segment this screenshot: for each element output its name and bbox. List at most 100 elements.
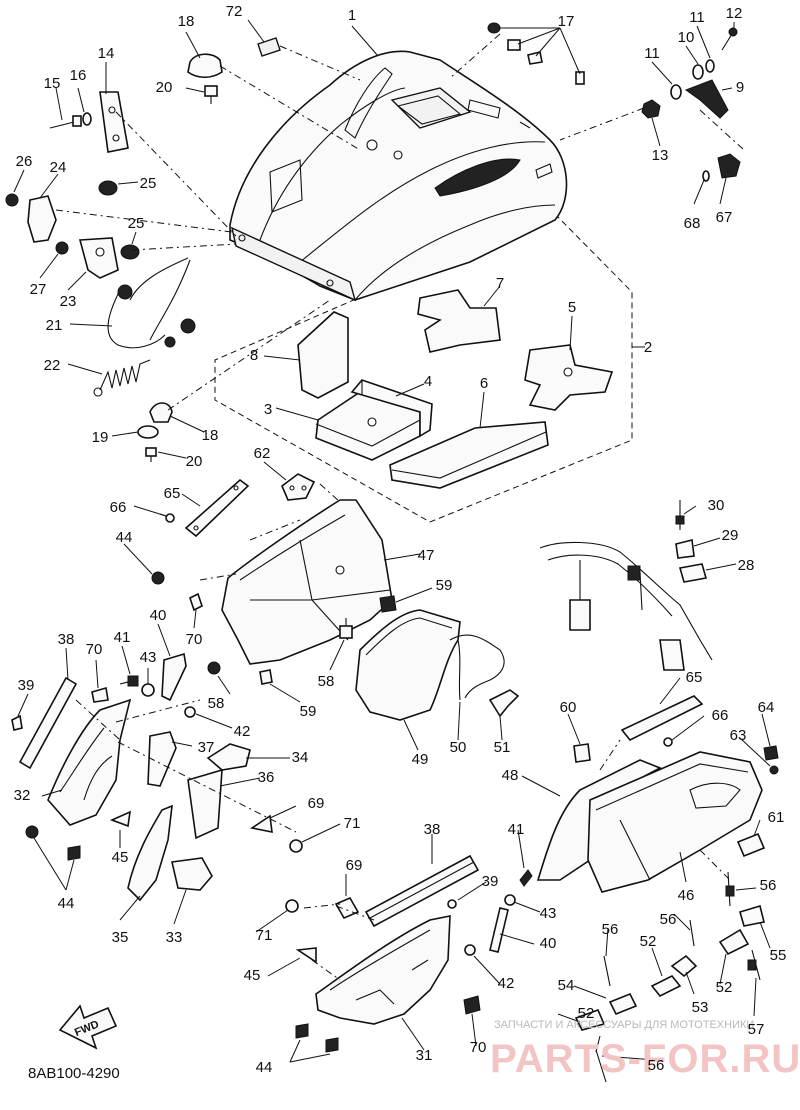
callout-label-25: 25 xyxy=(140,175,157,192)
clip-39-lower xyxy=(447,899,457,909)
callout-label-44: 44 xyxy=(116,529,133,546)
callout-label-26: 26 xyxy=(16,153,33,170)
callout-label-56: 56 xyxy=(602,921,619,938)
callout-label-37: 37 xyxy=(198,739,215,756)
callout-label-58: 58 xyxy=(318,673,335,690)
bracket-28-29-30 xyxy=(675,500,708,583)
callout-label-35: 35 xyxy=(112,929,129,946)
callout-label-40: 40 xyxy=(540,935,557,952)
panel-31 xyxy=(315,915,451,1025)
callout-label-45: 45 xyxy=(244,967,261,984)
callout-label-18: 18 xyxy=(178,13,195,30)
callout-label-11: 11 xyxy=(644,45,660,62)
callout-label-20: 20 xyxy=(186,453,203,470)
callout-label-52: 52 xyxy=(578,1005,595,1022)
callout-label-53: 53 xyxy=(692,999,709,1016)
fasteners-lower-center xyxy=(285,869,533,1053)
callout-label-21: 21 xyxy=(46,317,63,334)
callout-label-59: 59 xyxy=(300,703,317,720)
pad-8 xyxy=(297,311,349,399)
callout-label-50: 50 xyxy=(450,739,467,756)
callout-label-66: 66 xyxy=(712,707,729,724)
callout-label-44: 44 xyxy=(58,895,75,912)
callout-label-4: 4 xyxy=(424,373,432,390)
callout-label-28: 28 xyxy=(738,557,755,574)
callout-label-46: 46 xyxy=(678,887,695,904)
callout-label-1: 1 xyxy=(348,7,356,24)
callout-label-39: 39 xyxy=(18,677,35,694)
watermark-line2: PARTS-FOR.RU xyxy=(490,1037,800,1081)
callout-label-11: 11 xyxy=(689,9,705,26)
callout-label-52: 52 xyxy=(640,933,657,950)
pad-6 xyxy=(389,421,549,489)
strip-38-lower xyxy=(364,854,480,928)
callout-label-10: 10 xyxy=(678,29,695,46)
callout-label-32: 32 xyxy=(14,787,31,804)
callout-label-29: 29 xyxy=(722,527,739,544)
fasteners-44-70-59-58 xyxy=(151,571,397,685)
callout-label-48: 48 xyxy=(502,767,519,784)
strip-38-left xyxy=(18,676,78,770)
inner-panel-47 xyxy=(221,499,393,665)
callout-label-24: 24 xyxy=(50,159,67,176)
callout-label-69: 69 xyxy=(346,857,363,874)
callout-label-41: 41 xyxy=(508,821,525,838)
small-parts-upper-left xyxy=(5,37,281,279)
callout-label-42: 42 xyxy=(498,975,515,992)
callout-label-19: 19 xyxy=(92,429,109,446)
callout-label-51: 51 xyxy=(494,739,511,756)
pad-4 xyxy=(350,379,433,438)
callout-label-54: 54 xyxy=(558,977,575,994)
callout-label-49: 49 xyxy=(412,751,429,768)
callout-label-56: 56 xyxy=(760,877,777,894)
pad-7 xyxy=(417,289,501,353)
callout-label-68: 68 xyxy=(684,215,701,232)
callout-label-38: 38 xyxy=(424,821,441,838)
callout-label-13: 13 xyxy=(652,147,669,164)
callout-label-25: 25 xyxy=(128,215,145,232)
callout-label-71: 71 xyxy=(344,815,361,832)
callout-label-30: 30 xyxy=(708,497,725,514)
leader-lines xyxy=(13,19,771,1063)
callout-label-62: 62 xyxy=(254,445,271,462)
bracket-40-lower xyxy=(489,907,509,953)
callout-label-17: 17 xyxy=(558,13,575,30)
fasteners-right-side xyxy=(573,743,779,858)
callout-label-56: 56 xyxy=(660,911,677,928)
callout-label-69: 69 xyxy=(308,795,325,812)
callout-label-55: 55 xyxy=(770,947,787,964)
callout-label-6: 6 xyxy=(480,375,488,392)
callout-label-8: 8 xyxy=(250,347,258,364)
callout-label-14: 14 xyxy=(98,45,115,62)
mounting-group-52-57 xyxy=(574,871,765,1083)
callout-label-18: 18 xyxy=(202,427,219,444)
callout-label-43: 43 xyxy=(540,905,557,922)
frame-stay xyxy=(539,541,713,671)
fasteners-left-front xyxy=(25,675,303,861)
callout-label-38: 38 xyxy=(58,631,75,648)
callout-label-66: 66 xyxy=(110,499,127,516)
callout-label-70: 70 xyxy=(470,1039,487,1056)
wire-harness-21 xyxy=(107,257,196,349)
panel-36 xyxy=(187,768,223,840)
callout-label-56: 56 xyxy=(648,1057,665,1074)
callout-label-22: 22 xyxy=(44,357,61,374)
callout-label-72: 72 xyxy=(226,3,243,20)
callout-label-15: 15 xyxy=(44,75,61,92)
watermark-line1: ЗАПЧАСТИ И АКСЕССУАРЫ ДЛЯ МОТОТЕХНИКИ xyxy=(494,1019,754,1031)
callout-label-58: 58 xyxy=(208,695,225,712)
callout-label-52: 52 xyxy=(716,979,733,996)
callout-label-9: 9 xyxy=(736,79,744,96)
callout-label-31: 31 xyxy=(416,1047,433,1064)
watermark: ЗАПЧАСТИ И АКСЕССУАРЫ ДЛЯ МОТОТЕХНИКИ PA… xyxy=(490,1019,800,1081)
forward-arrow: FWD xyxy=(58,1004,118,1050)
bar-65-left xyxy=(184,478,250,538)
callout-label-40: 40 xyxy=(150,607,167,624)
screw-66-right xyxy=(663,737,673,747)
small-parts-19-20 xyxy=(137,402,173,462)
callout-label-23: 23 xyxy=(60,293,77,310)
callout-label-57: 57 xyxy=(748,1021,765,1038)
callout-label-16: 16 xyxy=(70,67,87,84)
